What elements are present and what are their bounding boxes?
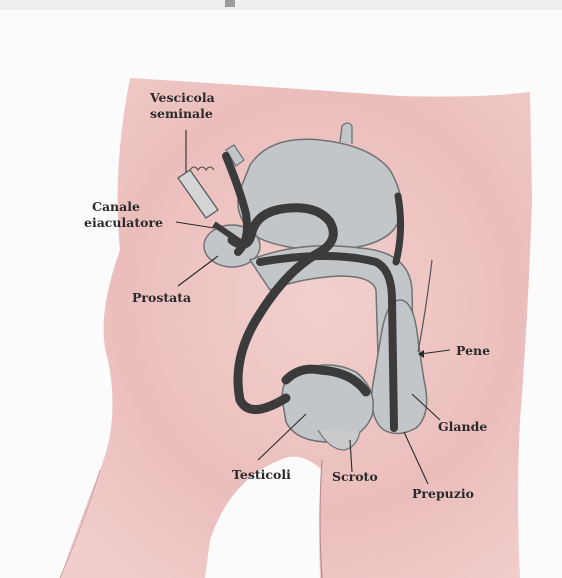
label-canale-line1: Canale bbox=[92, 199, 140, 214]
label-pene: Pene bbox=[456, 343, 490, 358]
label-vescicola-line1: Vescicola bbox=[150, 90, 215, 105]
label-testicoli: Testicoli bbox=[232, 467, 291, 482]
bladder-top-neck bbox=[340, 123, 352, 144]
label-vescicola-line2: seminale bbox=[150, 106, 213, 121]
label-scroto: Scroto bbox=[332, 469, 378, 484]
top-edge-shadow bbox=[0, 0, 562, 10]
label-prostata: Prostata bbox=[132, 290, 191, 305]
label-prepuzio: Prepuzio bbox=[412, 486, 474, 501]
label-canale-line2: eiaculatore bbox=[84, 215, 163, 230]
label-glande: Glande bbox=[438, 419, 487, 434]
top-text-fragment bbox=[225, 0, 235, 7]
